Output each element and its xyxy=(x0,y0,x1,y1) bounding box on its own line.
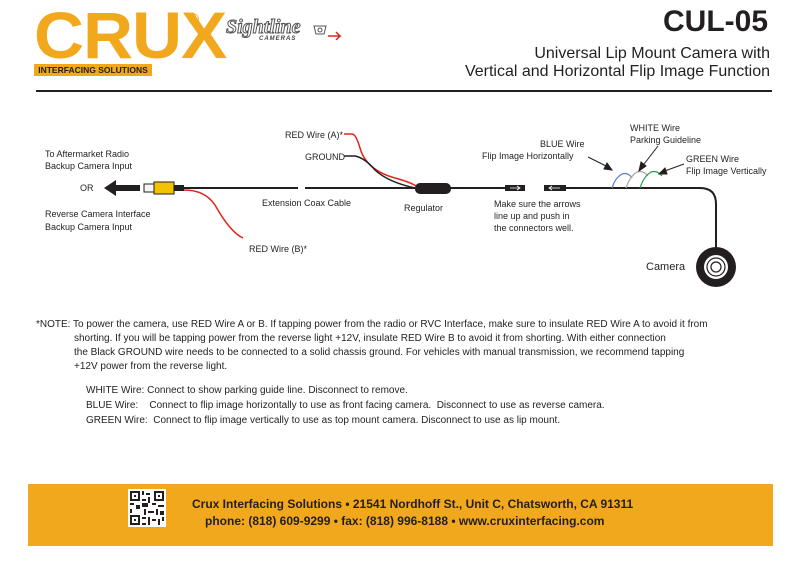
blue-wire-desc: Flip Image Horizontally xyxy=(482,151,574,161)
output-arrow-icon xyxy=(104,180,140,196)
blue-wire-note: BLUE Wire: Connect to flip image horizon… xyxy=(86,400,605,411)
ground-label: GROUND xyxy=(305,152,345,162)
red-wire-a-label: RED Wire (A)* xyxy=(285,130,343,140)
white-wire-note: WHITE Wire: Connect to show parking guid… xyxy=(86,385,408,396)
note-line2: shorting. If you will be tapping power f… xyxy=(74,333,666,344)
sightline-sub: CAMERAS xyxy=(259,36,297,42)
crux-logo: CRUX xyxy=(34,0,227,72)
logo-tagline: INTERFACING SOLUTIONS xyxy=(34,64,152,76)
sightline-camera-icon xyxy=(313,25,342,40)
model-number: CUL-05 xyxy=(662,5,768,38)
header-divider xyxy=(36,90,772,92)
callout-lines xyxy=(587,145,685,175)
camera-label: Camera xyxy=(646,261,686,273)
note-line3: the Black GROUND wire needs to be connec… xyxy=(74,347,685,358)
white-wire-desc: Parking Guideline xyxy=(630,135,702,145)
footer-address: Crux Interfacing Solutions • 21541 Nordh… xyxy=(192,497,634,511)
red-wire-b-label: RED Wire (B)* xyxy=(249,244,307,254)
product-subtitle-line1: Universal Lip Mount Camera with xyxy=(534,45,770,62)
qr-code-icon[interactable] xyxy=(128,489,166,527)
wiring-diagram xyxy=(104,133,736,287)
arrows-note-line1: Make sure the arrows xyxy=(494,199,581,209)
registered-mark: ® xyxy=(188,11,200,28)
regulator-label: Regulator xyxy=(404,203,444,213)
arrows-note-line3: the connectors well. xyxy=(494,223,574,233)
reverse-interface-line1: Reverse Camera Interface xyxy=(45,209,151,219)
footer-contact[interactable]: phone: (818) 609-9299 • fax: (818) 996-8… xyxy=(205,514,605,528)
arrows-note-line2: line up and push in xyxy=(494,211,570,221)
to-radio-line2: Backup Camera Input xyxy=(45,161,133,171)
coax-cable xyxy=(184,187,717,248)
rca-plug-icon xyxy=(143,181,184,195)
regulator-box xyxy=(415,183,451,194)
extension-cable-label: Extension Coax Cable xyxy=(262,198,352,208)
green-wire-label: GREEN Wire xyxy=(686,154,740,164)
red-wire-b xyxy=(183,189,244,239)
camera-icon xyxy=(696,247,736,287)
ground-wire xyxy=(344,155,416,189)
green-wire-desc: Flip Image Vertically xyxy=(686,166,767,176)
blue-wire-label: BLUE Wire xyxy=(540,139,585,149)
flip-wires xyxy=(611,170,663,189)
connector-male-icon xyxy=(505,185,525,191)
note-line4: +12V power from the reverse light. xyxy=(74,361,228,372)
to-radio-line1: To Aftermarket Radio xyxy=(45,149,130,159)
sightline-logo: Sightline xyxy=(225,16,301,39)
red-wire-a xyxy=(344,133,417,187)
note-line1: *NOTE: To power the camera, use RED Wire… xyxy=(36,319,708,330)
green-wire-note: GREEN Wire: Connect to flip image vertic… xyxy=(86,415,561,426)
connector-female-icon xyxy=(544,185,566,191)
or-label: OR xyxy=(80,183,94,193)
white-wire-label: WHITE Wire xyxy=(630,123,680,133)
product-subtitle-line2: Vertical and Horizontal Flip Image Funct… xyxy=(464,63,770,80)
reverse-interface-line2: Backup Camera Input xyxy=(45,222,133,232)
